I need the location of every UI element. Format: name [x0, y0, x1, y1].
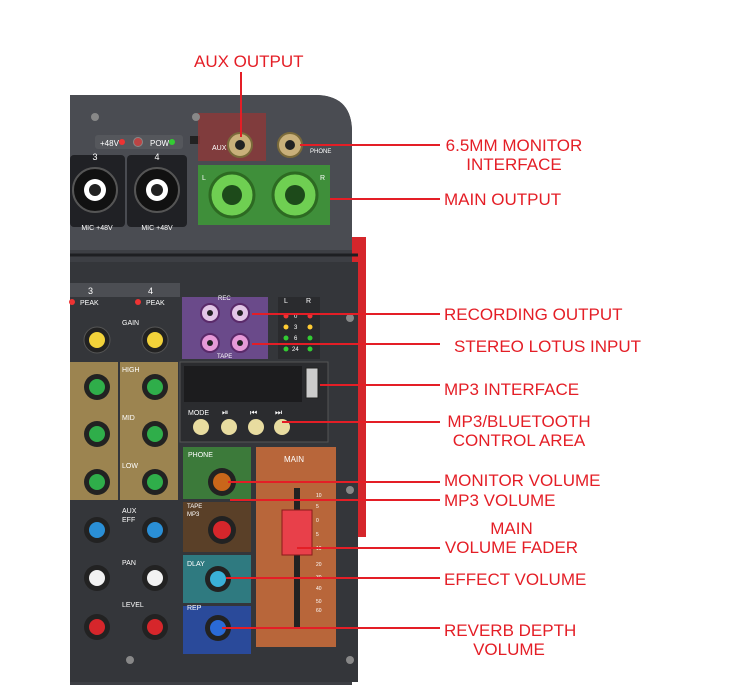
callout-monitor-interface-line1: 6.5MM MONITOR — [445, 136, 583, 155]
peak-label-3: PEAK — [80, 300, 99, 307]
pan-label: PAN — [122, 560, 136, 567]
monitor-volume-knob[interactable] — [213, 473, 231, 491]
fader-scale-7: 40 — [316, 586, 322, 592]
callout-main-fader: MAIN VOLUME FADER — [444, 519, 579, 557]
callout-lines — [222, 72, 440, 629]
strip-3-number: 3 — [88, 286, 93, 296]
prev-label: ⏮ — [250, 408, 257, 417]
callout-reverb-line2: VOLUME — [473, 640, 545, 659]
dlay-label: DLAY — [187, 561, 205, 568]
mp3-display — [184, 366, 302, 402]
next-label: ⏭ — [275, 408, 282, 417]
fader-scale-2: 0 — [316, 518, 319, 524]
fader-scale-5: 20 — [316, 562, 322, 568]
pan-knob-4[interactable] — [147, 570, 163, 586]
fader-scale-8: 50 — [316, 599, 322, 605]
aux-eff-knob-3[interactable] — [89, 522, 105, 538]
strip-4-number: 4 — [148, 286, 153, 296]
aux-eff-knob-4[interactable] — [147, 522, 163, 538]
meter-level-3: 24 — [292, 347, 299, 353]
fader-track — [294, 488, 300, 628]
main-label: MAIN — [284, 455, 304, 464]
callout-main-fader-line2: VOLUME FADER — [444, 538, 579, 557]
gain-knob-3[interactable] — [89, 332, 105, 348]
rep-label: REP — [187, 605, 202, 612]
mid-knob-4[interactable] — [147, 426, 163, 442]
mid-label: MID — [122, 415, 135, 422]
channel-3-label: 3 — [92, 152, 97, 162]
usb-port[interactable] — [305, 367, 319, 399]
callout-stereo-lotus-input: STEREO LOTUS INPUT — [454, 337, 642, 356]
tape-mp3-label-1: TAPE — [187, 504, 202, 510]
gain-label: GAIN — [122, 320, 139, 327]
callout-aux-output: AUX OUTPUT — [194, 52, 304, 71]
pow-label: POW — [150, 139, 170, 148]
callout-monitor-interface: 6.5MM MONITOR INTERFACE — [444, 136, 584, 174]
phone-label: PHONE — [310, 149, 331, 155]
tape-mp3-label-2: MP3 — [187, 512, 200, 518]
play-label: ⏯ — [222, 408, 228, 417]
aux-eff-label-1: AUX — [122, 508, 137, 515]
mode-label: MODE — [188, 410, 209, 417]
callout-monitor-volume: MONITOR VOLUME — [444, 471, 601, 490]
meter-level-2: 6 — [294, 336, 298, 342]
high-knob-4[interactable] — [147, 379, 163, 395]
pan-knob-3[interactable] — [89, 570, 105, 586]
meter-l-label: L — [284, 298, 288, 305]
callout-reverb-line1: REVERB DEPTH — [444, 621, 577, 640]
prev-button[interactable] — [248, 419, 264, 435]
main-out-r-label: R — [320, 175, 325, 182]
low-knob-3[interactable] — [89, 474, 105, 490]
callout-monitor-interface-line2: INTERFACE — [466, 155, 562, 174]
fader-scale-3: 5 — [316, 532, 319, 538]
mic-input-4[interactable]: 4 MIC +48V — [127, 152, 187, 232]
play-pause-button[interactable] — [221, 419, 237, 435]
aux-eff-label-2: EFF — [122, 517, 135, 524]
callout-effect-volume: EFFECT VOLUME — [444, 570, 587, 589]
mp3-volume-knob[interactable] — [213, 521, 231, 539]
aux-label: AUX — [212, 145, 227, 152]
effect-volume-knob[interactable] — [210, 571, 226, 587]
tape-label: TAPE — [217, 354, 232, 360]
meter-level-0: 0 — [294, 314, 298, 320]
level-label: LEVEL — [122, 602, 144, 609]
fader-scale-0: 10 — [316, 493, 322, 499]
callout-mp3-volume: MP3 VOLUME — [444, 491, 556, 510]
callout-mp3-bluetooth-line2: CONTROL AREA — [452, 431, 586, 450]
callout-mp3-bluetooth: MP3/BLUETOOTH CONTROL AREA — [444, 412, 594, 450]
phone-knob-label: PHONE — [188, 452, 213, 459]
mic-label-3: MIC +48V — [81, 225, 113, 232]
channel-knobs — [83, 326, 169, 640]
callout-recording-output: RECORDING OUTPUT — [444, 305, 623, 324]
low-knob-4[interactable] — [147, 474, 163, 490]
peak-label-4: PEAK — [146, 300, 165, 307]
level-knob-4[interactable] — [147, 619, 163, 635]
callout-mp3-interface: MP3 INTERFACE — [444, 380, 580, 399]
high-knob-3[interactable] — [89, 379, 105, 395]
meter-level-1: 3 — [294, 325, 298, 331]
rec-label: REC — [218, 296, 231, 302]
reverb-depth-knob[interactable] — [210, 620, 226, 636]
fader-scale-9: 60 — [316, 608, 322, 614]
callout-reverb-depth: REVERB DEPTH VOLUME — [444, 621, 577, 659]
meter-r-label: R — [306, 298, 311, 305]
gain-knob-4[interactable] — [147, 332, 163, 348]
mid-knob-3[interactable] — [89, 426, 105, 442]
channel-4-label: 4 — [154, 152, 159, 162]
mic-label-4: MIC +48V — [141, 225, 173, 232]
callout-main-output: MAIN OUTPUT — [444, 190, 562, 209]
mode-button[interactable] — [193, 419, 209, 435]
mic-input-3[interactable]: 3 MIC +48V — [70, 152, 125, 232]
level-knob-3[interactable] — [89, 619, 105, 635]
callout-main-fader-line1: MAIN — [490, 519, 533, 538]
main-out-l-label: L — [202, 175, 206, 182]
high-label: HIGH — [122, 367, 140, 374]
rca-section — [182, 297, 268, 359]
callout-mp3-bluetooth-line1: MP3/BLUETOOTH — [447, 412, 591, 431]
low-label: LOW — [122, 463, 138, 470]
fader-scale-1: 5 — [316, 504, 319, 510]
phantom-label: +48V — [100, 139, 120, 148]
